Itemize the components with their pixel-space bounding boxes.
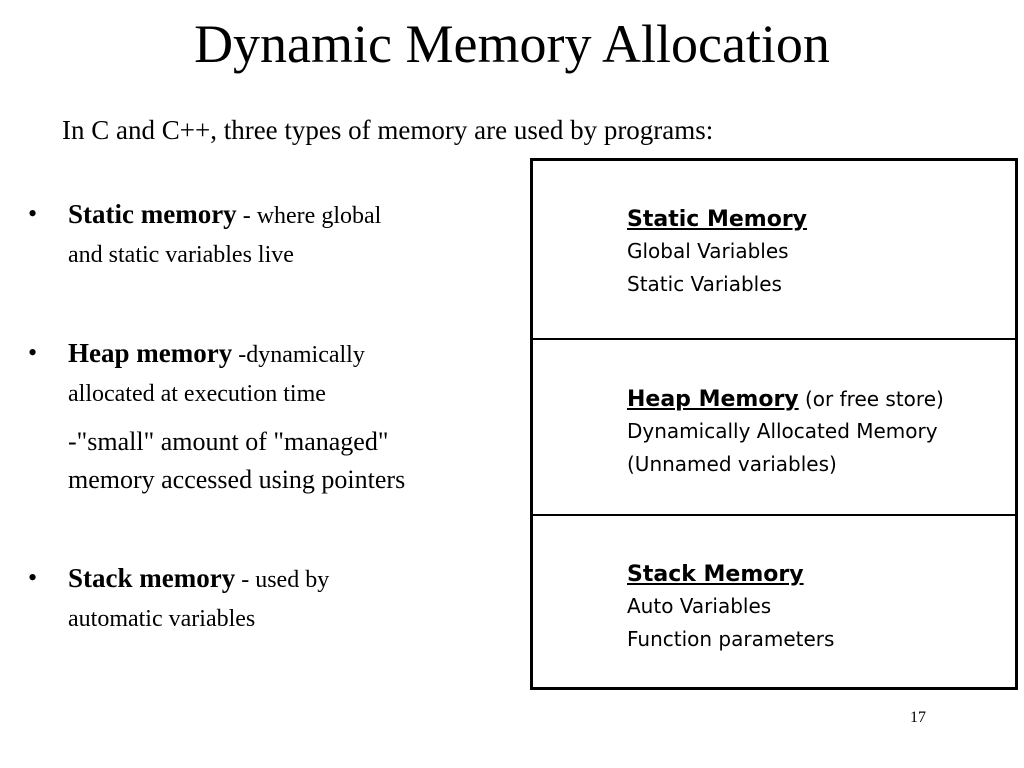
region-heading-text: Stack Memory bbox=[627, 562, 804, 587]
region-heading-text: Heap Memory bbox=[627, 387, 799, 412]
bullet-separator: - bbox=[235, 567, 256, 593]
region-heading: Stack Memory bbox=[627, 560, 1015, 590]
intro-text: In C and C++, three types of memory are … bbox=[62, 115, 714, 145]
memory-layout-diagram: Static Memory Global Variables Static Va… bbox=[530, 158, 1018, 690]
bullet-description: dynamically bbox=[246, 342, 365, 368]
bullet-line-1: Static memory - where global bbox=[68, 195, 528, 235]
region-heading: Static Memory bbox=[627, 205, 1015, 235]
bullet-marker: • bbox=[28, 563, 38, 592]
bullet-term: Heap memory bbox=[68, 338, 233, 368]
region-line: Static Variables bbox=[627, 272, 782, 296]
bullet-line-2: allocated at execution time bbox=[68, 374, 528, 413]
static-memory-region: Static Memory Global Variables Static Va… bbox=[533, 161, 1015, 338]
bullet-line-2: automatic variables bbox=[68, 599, 528, 638]
region-heading-note: (or free store) bbox=[798, 387, 944, 411]
region-line: Global Variables bbox=[627, 239, 789, 263]
bullet-description-continued: allocated at execution time bbox=[68, 381, 326, 407]
bullet-static-memory: • Static memory - where global and stati… bbox=[28, 195, 528, 274]
bullet-separator: - bbox=[236, 203, 257, 229]
bullet-separator: - bbox=[232, 342, 247, 368]
bullet-term: Stack memory bbox=[68, 563, 236, 593]
region-line: (Unnamed variables) bbox=[627, 452, 837, 476]
region-line: Auto Variables bbox=[627, 594, 772, 618]
bullet-heap-memory: • Heap memory -dynamically allocated at … bbox=[28, 334, 528, 499]
bullet-term: Static memory bbox=[68, 199, 237, 229]
slide-title: Dynamic Memory Allocation bbox=[194, 14, 830, 74]
bullet-description: where global bbox=[256, 203, 382, 229]
region-heading-text: Static Memory bbox=[627, 207, 808, 232]
bullet-line-2: and static variables live bbox=[68, 235, 528, 274]
bullet-description-continued: and static variables live bbox=[68, 242, 294, 268]
page-number: 17 bbox=[910, 709, 926, 726]
bullet-description-continued: automatic variables bbox=[68, 606, 256, 632]
bullet-line-1: Heap memory -dynamically bbox=[68, 334, 528, 374]
bullet-list: • Static memory - where global and stati… bbox=[28, 195, 528, 638]
bullet-marker: • bbox=[28, 199, 38, 228]
bullet-line-1: Stack memory - used by bbox=[68, 559, 528, 599]
stack-memory-region: Stack Memory Auto Variables Function par… bbox=[533, 514, 1015, 690]
region-line: Function parameters bbox=[627, 627, 835, 651]
heap-note-line-2: memory accessed using pointers bbox=[68, 465, 406, 494]
region-heading: Heap Memory (or free store) bbox=[627, 384, 1015, 415]
bullet-marker: • bbox=[28, 338, 38, 367]
region-line: Dynamically Allocated Memory bbox=[627, 419, 938, 443]
heap-memory-region: Heap Memory (or free store) Dynamically … bbox=[533, 338, 1015, 514]
bullet-stack-memory: • Stack memory - used by automatic varia… bbox=[28, 559, 528, 638]
bullet-description: used by bbox=[255, 567, 330, 593]
heap-note-line-1: -"small" amount of "managed" bbox=[68, 427, 389, 456]
